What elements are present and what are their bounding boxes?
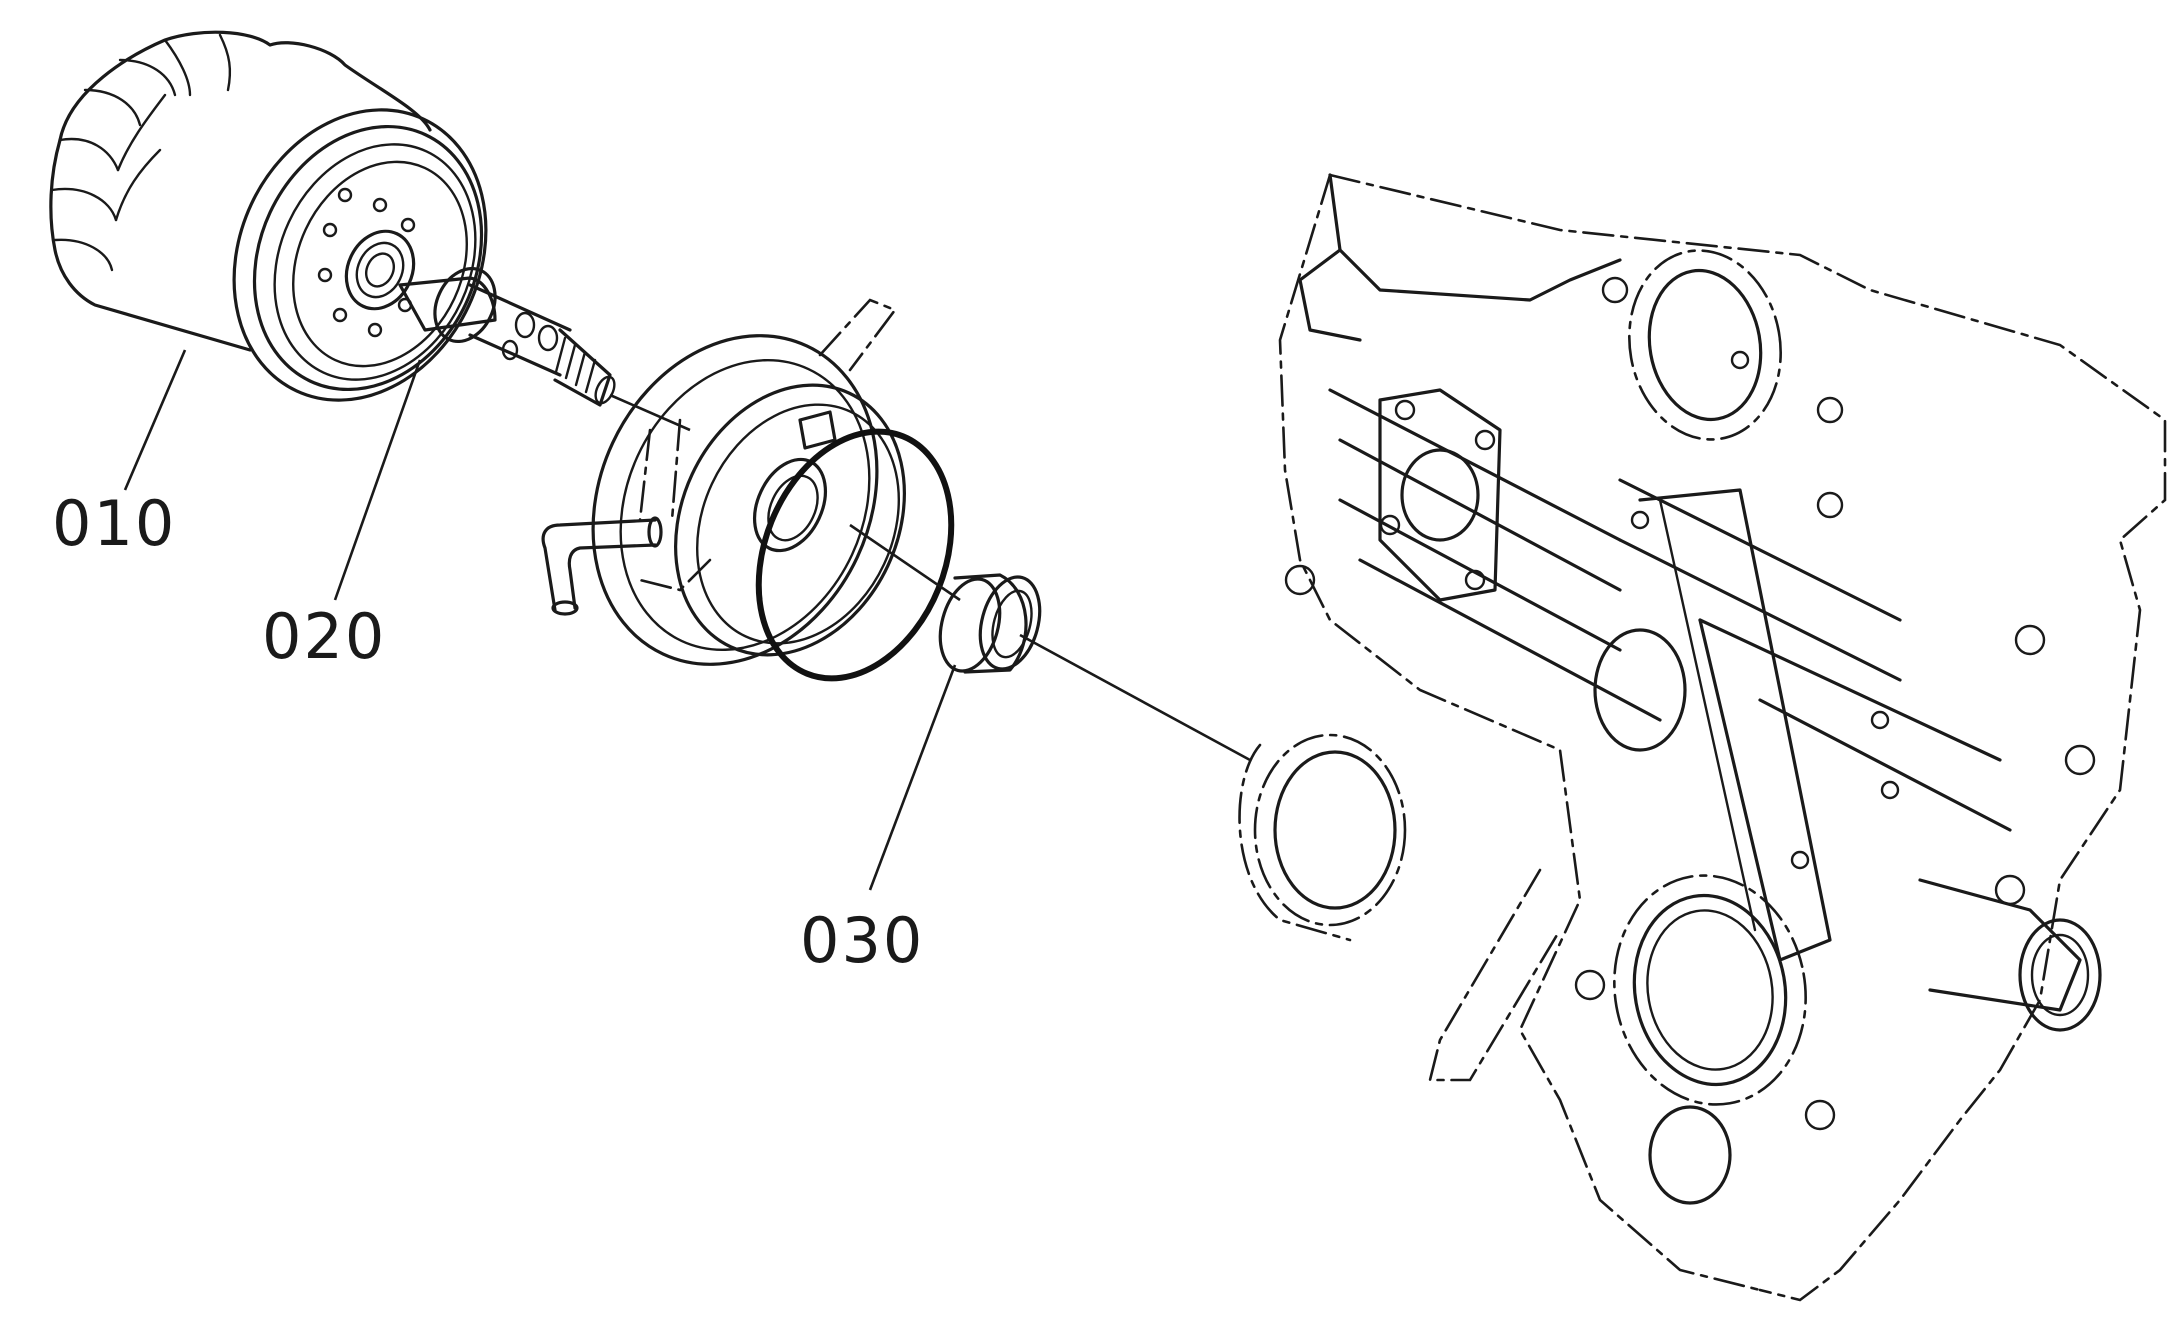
leader-line-010 bbox=[123, 349, 187, 491]
part-label-030: 030 bbox=[800, 904, 924, 977]
leader-line-020 bbox=[333, 359, 422, 601]
part-label-020: 020 bbox=[262, 600, 386, 673]
sleeve[interactable] bbox=[931, 570, 1049, 677]
o-ring[interactable] bbox=[724, 403, 987, 708]
assembly-axis-line bbox=[1019, 633, 1251, 762]
relief-valve[interactable] bbox=[398, 259, 691, 432]
part-label-010: 010 bbox=[52, 487, 176, 560]
engine-front-cover bbox=[1238, 173, 2167, 1302]
oil-filter[interactable] bbox=[49, 30, 532, 441]
oil-cooler[interactable] bbox=[541, 289, 947, 711]
leader-line-030 bbox=[868, 664, 957, 891]
assembly-axis-line-2 bbox=[849, 523, 961, 602]
